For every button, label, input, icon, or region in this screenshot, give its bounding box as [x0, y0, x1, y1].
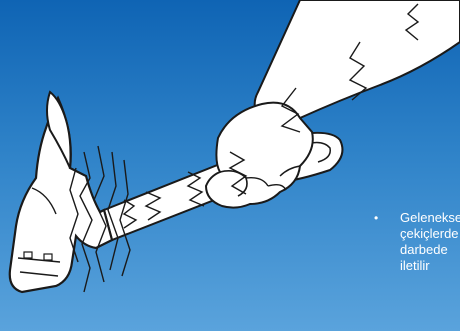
hand-icon — [206, 103, 313, 208]
caption-line: iletilir — [400, 258, 460, 274]
bullet-icon: • — [374, 210, 378, 226]
caption-line: çekiçlerde — [400, 226, 460, 242]
caption-text: Geleneksel çekiçlerde darbede iletilir — [400, 210, 460, 274]
caption-line: Geleneksel — [400, 210, 460, 226]
caption-line: darbede — [400, 242, 460, 258]
